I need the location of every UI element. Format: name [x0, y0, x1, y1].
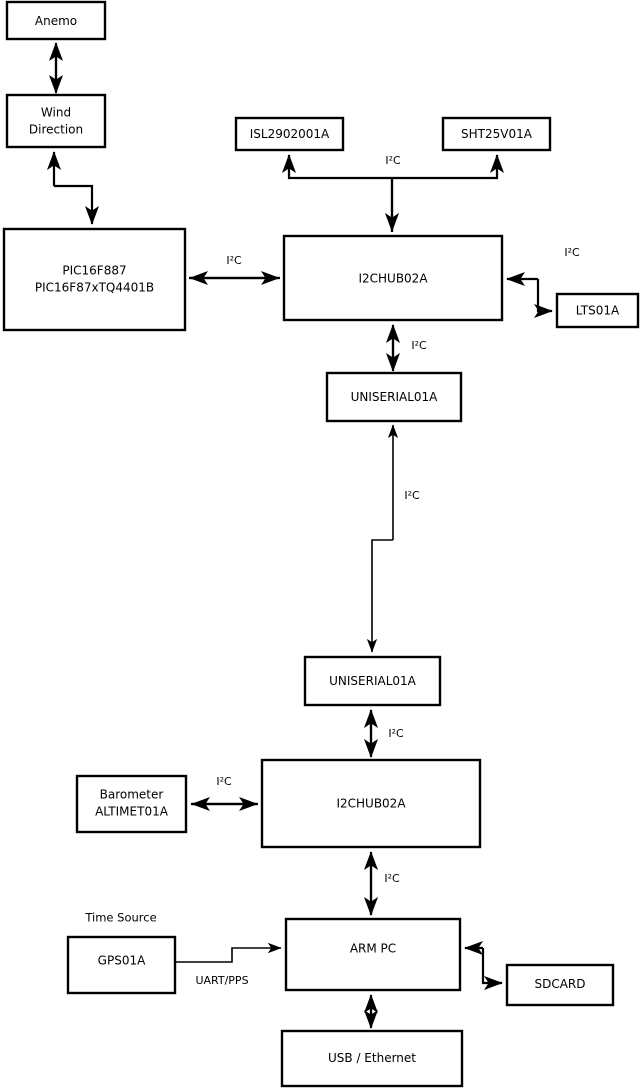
edge-gps-armpc — [175, 942, 282, 963]
node-i2chub02a-top-label: I2CHUB02A — [358, 272, 428, 286]
node-pic-label-line2: PIC16F87xTQ4401B — [35, 281, 154, 295]
node-sht25v01a[interactable]: SHT25V01A — [441, 116, 552, 152]
label-time-source: Time Source — [84, 911, 156, 925]
node-sdcard-label: SDCARD — [534, 977, 585, 991]
edge-label-i2c-sensor-bus: I²C — [385, 154, 401, 167]
edge-label-i2c-hub-lts: I²C — [564, 246, 580, 259]
free-labels-layer: Time Source — [84, 911, 156, 925]
edge-label-i2c-pic-hub: I²C — [226, 254, 242, 267]
node-uniserial01a-top-label: UNISERIAL01A — [351, 390, 439, 404]
edge-hub1-sensor-bus — [281, 154, 505, 232]
node-gps01a-label: GPS01A — [98, 954, 146, 968]
node-isl2902001a[interactable]: ISL2902001A — [234, 116, 345, 152]
node-anemo[interactable]: Anemo — [5, 0, 107, 41]
edges-layer — [46, 42, 553, 1029]
node-i2chub02a-bottom-label: I2CHUB02A — [336, 797, 406, 811]
node-arm-pc-label: ARM PC — [350, 942, 396, 956]
node-i2chub02a-bottom[interactable]: I2CHUB02A — [260, 758, 482, 849]
node-isl2902001a-label: ISL2902001A — [250, 127, 330, 141]
node-sht25v01a-label: SHT25V01A — [461, 127, 533, 141]
node-usb-ethernet-label: USB / Ethernet — [328, 1051, 416, 1065]
edge-label-i2c-uniserial-link: I²C — [404, 489, 420, 502]
node-sdcard[interactable]: SDCARD — [505, 963, 615, 1007]
edge-label-i2c-uniserial-hub2: I²C — [388, 727, 404, 740]
node-i2chub02a-top[interactable]: I2CHUB02A — [282, 234, 504, 322]
node-wind-direction[interactable]: Wind Direction — [5, 93, 107, 149]
edge-label-uart-pps: UART/PPS — [195, 974, 248, 987]
node-uniserial01a-bottom[interactable]: UNISERIAL01A — [303, 655, 442, 707]
edge-label-i2c-hub2-armpc: I²C — [384, 872, 400, 885]
node-usb-ethernet[interactable]: USB / Ethernet — [280, 1029, 464, 1088]
node-uniserial01a-top[interactable]: UNISERIAL01A — [325, 371, 463, 423]
node-pic-label-line1: PIC16F887 — [62, 264, 126, 278]
edge-hub1-lts — [506, 271, 553, 319]
node-gps01a[interactable]: GPS01A — [66, 935, 177, 995]
edge-label-i2c-hub-uniserial: I²C — [411, 339, 427, 352]
node-wind-direction-label-line1: Wind — [41, 106, 71, 120]
node-anemo-label: Anemo — [35, 14, 77, 28]
edge-labels-layer: I²C I²C I²C I²C I²C I²C I²C I²C UART/PPS — [195, 154, 580, 987]
edge-uniserial1-uniserial2 — [366, 424, 399, 653]
node-pic[interactable]: PIC16F887 PIC16F87xTQ4401B — [2, 227, 187, 332]
node-barometer-label-line2: ALTIMET01A — [95, 805, 169, 819]
node-lts01a-label: LTS01A — [576, 304, 620, 318]
edge-wind-pic — [46, 151, 100, 225]
node-uniserial01a-bottom-label: UNISERIAL01A — [329, 674, 417, 688]
node-arm-pc[interactable]: ARM PC — [284, 917, 462, 992]
node-lts01a[interactable]: LTS01A — [555, 292, 640, 329]
edge-armpc-sdcard — [464, 940, 503, 991]
edge-label-i2c-barometer-hub2: I²C — [216, 775, 232, 788]
node-barometer[interactable]: Barometer ALTIMET01A — [75, 774, 188, 834]
node-wind-direction-label-line2: Direction — [29, 123, 83, 137]
node-barometer-label-line1: Barometer — [100, 788, 164, 802]
